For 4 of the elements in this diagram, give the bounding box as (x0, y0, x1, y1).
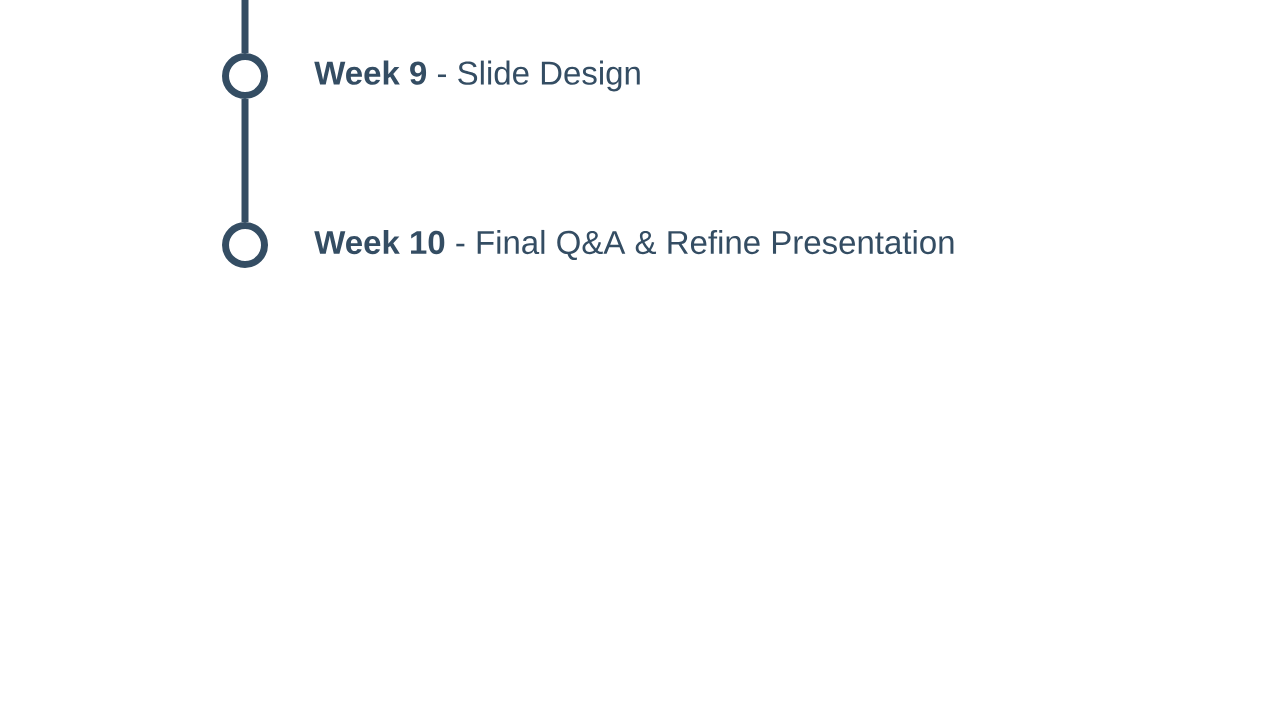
timeline-marker (222, 53, 268, 99)
week-label: Week 9 - Slide Design (314, 60, 640, 92)
week-label: Week 10 - Final Q&A & Refine Presentation (314, 229, 954, 261)
timeline-marker (222, 222, 268, 268)
